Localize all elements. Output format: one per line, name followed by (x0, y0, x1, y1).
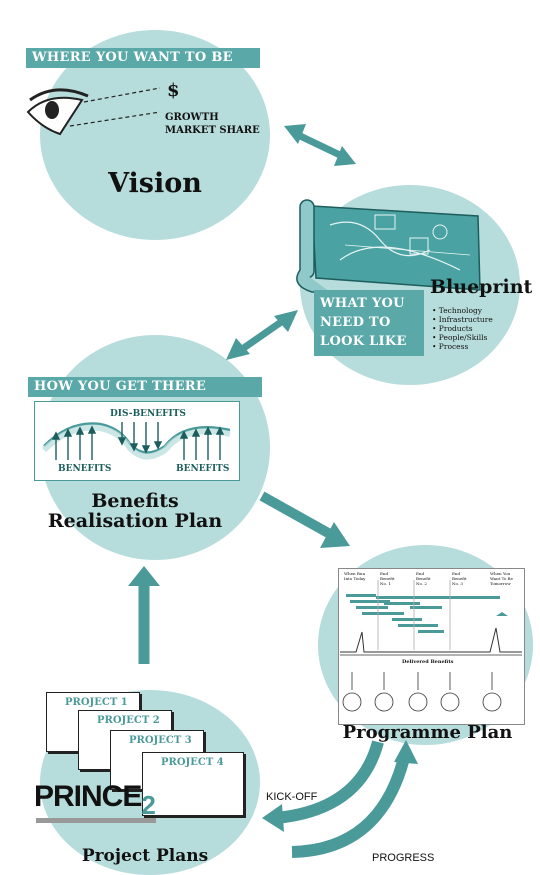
programme-title: Programme Plan (342, 722, 513, 743)
blueprint-banner: WHAT YOU NEED TO LOOK LIKE (314, 290, 424, 356)
benefits-title-line1: Benefits (91, 490, 179, 512)
blueprint-banner-line2: NEED TO (320, 315, 391, 330)
arrow-right-icon (259, 491, 350, 548)
vision-banner: WHERE YOU WANT TO BE (26, 48, 260, 68)
blueprint-bullet-list: • Technology • Infrastructure • Products… (432, 306, 493, 351)
dollar-sign: $ (167, 80, 180, 101)
programme-col-header: End Benefit No. 3 (452, 571, 467, 586)
blueprint-bullet: • Technology (432, 306, 482, 315)
project-1-label: PROJECT 1 (65, 697, 128, 708)
dis-benefits-label: DIS-BENEFITS (110, 409, 186, 419)
arrow-up-icon (128, 566, 160, 664)
benefits-right-label: BENEFITS (176, 464, 230, 474)
programme-col-header: When Run Into Today (344, 571, 366, 581)
project-2-label: PROJECT 2 (97, 715, 160, 726)
benefits-title-line2: Realisation Plan (47, 509, 223, 532)
project-sheet-4: PROJECT 4 (142, 752, 244, 816)
blueprint-banner-line3: LOOK LIKE (320, 334, 407, 349)
blueprint-banner-line1: WHAT YOU (320, 296, 405, 311)
progress-label: PROGRESS (372, 852, 435, 864)
progress-arrow-icon (291, 740, 418, 858)
project-3-label: PROJECT 3 (129, 735, 192, 746)
vision-growth-label: GROWTH (165, 112, 219, 123)
benefits-title: Benefits Realisation Plan (40, 490, 230, 532)
double-arrow-icon (284, 124, 356, 166)
benefits-banner: HOW YOU GET THERE (28, 377, 262, 397)
kickoff-label: KICK-OFF (266, 791, 318, 803)
prince2-logo: PRINCE2 (34, 780, 156, 820)
prince2-logo-bar (36, 818, 156, 823)
blueprint-bullet: • Infrastructure (432, 315, 493, 324)
blueprint-bullet: • People/Skills (432, 333, 488, 342)
programme-col-header: End Benefit No. 1 (380, 571, 395, 586)
delivered-benefits-label: Delivered Benefits (402, 659, 454, 665)
blueprint-title: Blueprint (430, 276, 533, 298)
benefits-left-label: BENEFITS (58, 464, 112, 474)
programme-col-header: End Benefit No. 2 (416, 571, 431, 586)
vision-title: Vision (108, 168, 202, 199)
vision-market-share-label: MARKET SHARE (165, 125, 260, 136)
blueprint-bullet: • Process (432, 342, 469, 351)
kickoff-arrow-icon (262, 740, 384, 832)
prince-logo-number: 2 (141, 790, 156, 820)
projects-title: Project Plans (81, 846, 209, 866)
programme-col-header: When You Want To Be Tomorrow (490, 571, 513, 586)
blueprint-bullet: • Products (432, 324, 473, 333)
double-arrow-icon (226, 310, 298, 360)
prince-logo-text: PRINCE (34, 780, 142, 813)
project-4-label: PROJECT 4 (161, 757, 224, 768)
